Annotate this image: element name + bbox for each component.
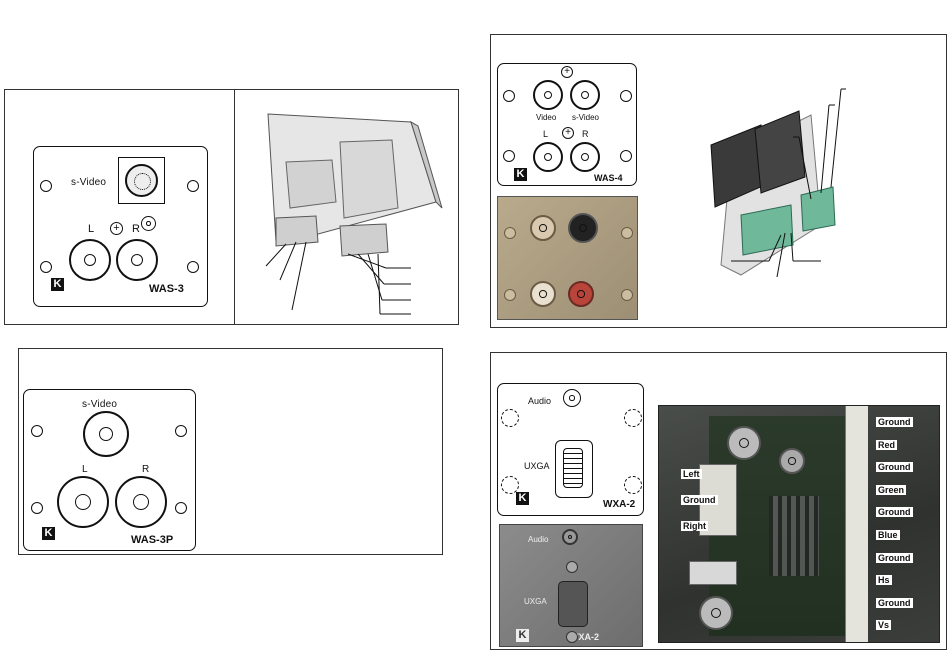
mounting-hole [620, 90, 632, 102]
mounting-hole [175, 502, 187, 514]
photo-uxga-label: UXGA [524, 597, 547, 606]
right-rca-jack [115, 476, 167, 528]
right-audio-label: R [582, 129, 589, 139]
mounting-hole [31, 502, 43, 514]
left-rca-jack [57, 476, 109, 528]
video-terminal-label: Green [876, 485, 906, 495]
left-audio-label: L [543, 129, 548, 139]
was4-figure: + Video s-Video L + R K WAS-4 [490, 34, 947, 328]
video-terminal-label: Ground [876, 507, 913, 517]
svideo-connector [118, 157, 165, 204]
mounting-hole [501, 409, 519, 427]
mounting-hole [40, 261, 52, 273]
was3p-wall-plate: s-Video L R K WAS-3P [23, 389, 196, 551]
kramer-logo: K [514, 168, 527, 181]
mounting-hole [31, 425, 43, 437]
was3-figure: s-Video L + R K WAS-3 [4, 89, 459, 325]
svideo-label: s-Video [82, 399, 117, 410]
left-audio-label: L [82, 464, 88, 475]
right-rca-jack [570, 142, 600, 172]
mounting-hole [624, 409, 642, 427]
video-terminal-label: Vs [876, 620, 891, 630]
model-label: WAS-3P [131, 534, 173, 546]
kramer-logo: K [516, 629, 529, 642]
was4-front-photo [497, 196, 638, 320]
kramer-logo: K [51, 278, 64, 291]
video-terminal-label: Red [876, 440, 897, 450]
mounting-hole [503, 90, 515, 102]
was3-rear-illustration [236, 90, 461, 324]
video-label: Video [536, 113, 556, 122]
was4-wall-plate: + Video s-Video L + R K WAS-4 [497, 63, 637, 186]
svideo-label: s-Video [71, 177, 106, 188]
audio-mini-jack [563, 389, 581, 407]
wxa2-figure: Audio UXGA K WXA-2 Audio UXGA K WXA-2 Le… [490, 352, 947, 650]
video-terminal-block [845, 406, 868, 643]
mounting-hole [187, 180, 199, 192]
mounting-hole [624, 476, 642, 494]
left-rca-jack [69, 239, 111, 281]
mounting-hole [40, 180, 52, 192]
ground-screw-icon: + [110, 222, 123, 235]
ground-screw-icon: + [561, 66, 573, 78]
audio-label: Audio [528, 396, 551, 406]
wxa2-front-photo: Audio UXGA K WXA-2 [499, 524, 643, 647]
audio-terminal-label: Left [681, 469, 702, 479]
video-terminal-label: Hs [876, 575, 892, 585]
mounting-hole [187, 261, 199, 273]
video-terminal-label: Ground [876, 553, 913, 563]
model-label: WXA-2 [603, 499, 635, 510]
right-audio-label: R [132, 223, 140, 235]
figure-divider [234, 90, 235, 324]
video-terminal-label: Ground [876, 462, 913, 472]
kramer-logo: K [42, 527, 55, 540]
kramer-logo: K [516, 492, 529, 505]
was3-wall-plate: s-Video L + R K WAS-3 [33, 146, 208, 307]
was4-rear-illustration [681, 75, 901, 315]
video-rca-jack [533, 80, 563, 110]
audio-terminal-label: Right [681, 521, 708, 531]
audio-terminal-label: Ground [681, 495, 718, 505]
photo-audio-label: Audio [528, 535, 548, 544]
mounting-hole [503, 150, 515, 162]
ground-screw-icon: + [562, 127, 574, 139]
mounting-hole [175, 425, 187, 437]
was3p-figure: s-Video L R K WAS-3P [18, 348, 443, 555]
model-label: WAS-3 [149, 283, 184, 295]
svideo-connector [570, 80, 600, 110]
right-rca-jack [116, 239, 158, 281]
left-audio-label: L [88, 223, 94, 235]
video-terminal-label: Ground [876, 417, 913, 427]
video-terminal-label: Blue [876, 530, 900, 540]
audio-mini-jack [141, 216, 156, 231]
svideo-connector [83, 411, 129, 457]
right-audio-label: R [142, 464, 149, 475]
uxga-label: UXGA [524, 461, 550, 471]
left-rca-jack [533, 142, 563, 172]
model-label: WAS-4 [594, 173, 623, 183]
svideo-label: s-Video [572, 113, 599, 122]
vga-connector [555, 440, 593, 498]
video-terminal-label: Ground [876, 598, 913, 608]
mounting-hole [620, 150, 632, 162]
wxa2-wall-plate: Audio UXGA K WXA-2 [497, 383, 644, 516]
